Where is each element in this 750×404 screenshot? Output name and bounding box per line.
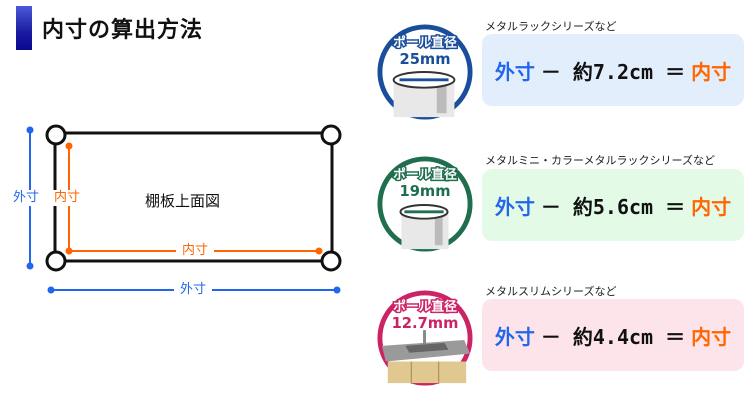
pole-25mm-badge-icon: ポール直径 25mm — [377, 24, 473, 120]
inner-dimension-term: 内寸 — [691, 59, 732, 84]
outer-width-label: 外寸 — [174, 282, 213, 298]
formula-card-metal-mini: 外寸 － 約5.6cm ＝ 内寸 — [482, 169, 744, 241]
formula-text: － 約7.2cm ＝ — [540, 59, 686, 84]
pole-12-7mm-badge-icon: ポール直径 12.7mm — [377, 290, 473, 386]
formula-text: － 約4.4cm ＝ — [540, 324, 686, 349]
shelf-top-diagram: 外寸 内寸 内寸 外寸 棚板上面図 — [0, 0, 370, 400]
card-caption: メタルラックシリーズなど — [485, 20, 617, 33]
formula-card-metal-slim: 外寸 － 約4.4cm ＝ 内寸 — [482, 299, 744, 371]
svg-text:25mm: 25mm — [399, 51, 450, 68]
formula-card-metal-rack: 外寸 － 約7.2cm ＝ 内寸 — [482, 34, 744, 106]
inner-width-label: 内寸 — [176, 243, 215, 259]
outer-dimension-term: 外寸 — [494, 324, 535, 349]
outer-height-label: 外寸 — [11, 190, 42, 206]
svg-text:ポール直径: ポール直径 — [393, 299, 457, 315]
card-caption: メタルミニ・カラーメタルラックシリーズなど — [485, 154, 716, 167]
outer-dimension-term: 外寸 — [494, 59, 535, 84]
svg-text:ポール直径: ポール直径 — [393, 167, 457, 183]
svg-text:19mm: 19mm — [399, 183, 450, 200]
pole-19mm-badge-icon: ポール直径 19mm — [377, 156, 473, 252]
title-accent-bar — [16, 6, 32, 50]
outer-dimension-term: 外寸 — [494, 194, 535, 219]
svg-text:12.7mm: 12.7mm — [392, 315, 459, 332]
page-title: 内寸の算出方法 — [42, 18, 204, 43]
card-caption: メタルスリムシリーズなど — [485, 285, 617, 298]
shelf-top-view-label: 棚板上面図 — [145, 192, 221, 210]
inner-dimension-term: 内寸 — [691, 324, 732, 349]
inner-dimension-term: 内寸 — [691, 194, 732, 219]
formula-text: － 約5.6cm ＝ — [540, 194, 686, 219]
svg-text:ポール直径: ポール直径 — [393, 35, 457, 51]
inner-height-label: 内寸 — [52, 190, 83, 206]
